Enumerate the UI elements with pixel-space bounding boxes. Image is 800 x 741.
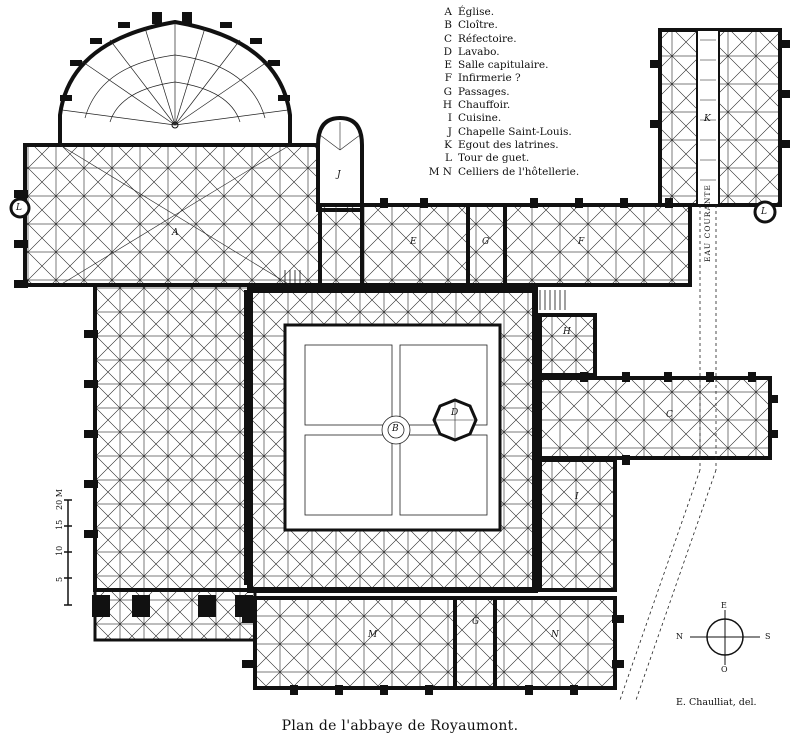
- plan-caption: Plan de l'abbaye de Royaumont.: [281, 718, 519, 734]
- scale-label-5: 5: [55, 576, 64, 582]
- room-label-l-left: L: [16, 203, 22, 213]
- room-label-a: A: [172, 228, 179, 238]
- legend-key: L: [445, 152, 452, 165]
- warming-room: [538, 313, 597, 377]
- scale-bar: [64, 499, 72, 606]
- legend-label: Passages.: [458, 85, 510, 98]
- legend-label: Cloître.: [458, 19, 498, 32]
- stream-label: EAU COURANTE: [703, 184, 712, 262]
- room-label-e: E: [410, 237, 417, 247]
- legend-row: G Passages.: [424, 86, 579, 99]
- compass-east: E: [721, 601, 727, 610]
- room-label-i: I: [575, 492, 579, 502]
- latrines-wing: [650, 28, 790, 224]
- legend-row: B Cloître.: [424, 19, 579, 32]
- legend-row: A Église.: [424, 6, 579, 19]
- legend-label: Réfectoire.: [458, 32, 517, 45]
- legend-label: Cuisine.: [458, 112, 502, 125]
- legend-key: C: [443, 32, 452, 45]
- room-label-g-east: G: [482, 237, 490, 247]
- legend-row: F Infirmerie ?: [424, 72, 579, 85]
- legend-row: D Lavabo.: [424, 46, 579, 59]
- legend-label: Tour de guet.: [458, 152, 530, 165]
- legend-row: L Tour de guet.: [424, 152, 579, 165]
- legend-key: G: [443, 85, 452, 98]
- church: [9, 12, 322, 642]
- legend-label: Lavabo.: [458, 45, 500, 58]
- legend-label: Egout des latrines.: [458, 138, 559, 151]
- room-label-l-right: L: [761, 207, 767, 217]
- cloister: [247, 287, 538, 593]
- kitchen: [538, 458, 617, 592]
- legend-row: M N Celliers de l'hôtellerie.: [424, 166, 579, 179]
- legend-key: K: [444, 138, 452, 151]
- room-label-d: D: [451, 408, 459, 418]
- room-label-n: N: [551, 630, 559, 640]
- legend-row: K Egout des latrines.: [424, 139, 579, 152]
- refectory: [538, 372, 778, 465]
- legend-row: H Chauffoir.: [424, 99, 579, 112]
- room-label-h: H: [563, 327, 571, 337]
- legend-row: E Salle capitulaire.: [424, 59, 579, 72]
- room-label-j: J: [337, 170, 341, 180]
- scale-label-15: 15: [55, 519, 64, 530]
- room-label-m: M: [368, 630, 378, 640]
- legend-key: H: [442, 99, 452, 112]
- legend-label: Chapelle Saint-Louis.: [458, 125, 572, 138]
- legend-label: Chauffoir.: [458, 99, 511, 112]
- legend-key: E: [444, 59, 452, 72]
- room-label-g-south: G: [472, 617, 480, 627]
- legend-row: C Réfectoire.: [424, 33, 579, 46]
- compass-south: S: [765, 632, 771, 641]
- room-label-c: C: [666, 410, 673, 420]
- legend-label: Salle capitulaire.: [458, 59, 549, 72]
- compass-west: O: [721, 665, 728, 674]
- legend-key: M N: [428, 165, 452, 178]
- legend: A Église. B Cloître. C Réfectoire. D Lavabo. E Sa…: [424, 6, 579, 179]
- legend-label: Celliers de l'hôtellerie.: [458, 165, 580, 178]
- legend-row: J Chapelle Saint-Louis.: [424, 126, 579, 139]
- legend-key: J: [447, 125, 452, 138]
- legend-label: Église.: [458, 6, 495, 18]
- scale-label-10: 10: [55, 545, 64, 556]
- compass-north: N: [676, 632, 683, 641]
- stream-course: [619, 205, 717, 701]
- legend-label: Infirmerie ?: [458, 72, 521, 85]
- room-label-f: F: [578, 237, 585, 247]
- chapel-saint-louis: [316, 115, 364, 212]
- room-label-b: B: [392, 424, 399, 434]
- draughtsman-credit: E. Chaulliat, del.: [676, 697, 757, 708]
- south-range: [242, 596, 624, 695]
- scale-label-20: 20 M: [55, 489, 64, 510]
- legend-key: B: [444, 19, 452, 32]
- legend-row: I Cuisine.: [424, 112, 579, 125]
- legend-key: D: [443, 45, 452, 58]
- legend-key: I: [447, 112, 452, 125]
- legend-key: F: [444, 72, 452, 85]
- compass-rose: [690, 610, 760, 665]
- legend-key: A: [444, 6, 452, 18]
- room-label-k: K: [704, 114, 711, 124]
